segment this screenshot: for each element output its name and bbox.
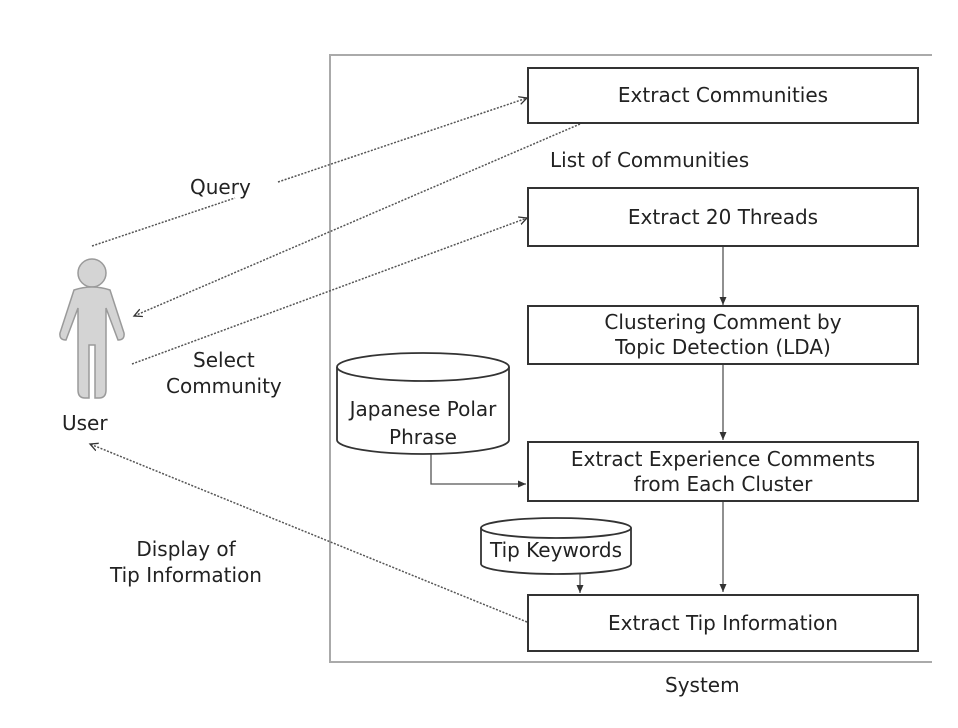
system-label: System xyxy=(665,673,740,697)
database-label-tip-keywords: Tip Keywords xyxy=(481,536,631,564)
process-extract-experience: Extract Experience Comments from Each Cl… xyxy=(527,441,919,502)
process-label-line-1: Extract Experience Comments xyxy=(570,446,876,471)
process-extract-tip: Extract Tip Information xyxy=(527,594,919,652)
query-flow-line-1 xyxy=(91,197,236,247)
person-icon xyxy=(59,258,125,399)
label-line-2: Community xyxy=(166,374,282,398)
process-extract-threads: Extract 20 Threads xyxy=(527,187,919,247)
system-boundary xyxy=(329,54,932,663)
select-community-flow-line xyxy=(131,218,527,365)
process-clustering: Clustering Comment by Topic Detection (L… xyxy=(527,305,919,365)
database-japanese-polar-phrase xyxy=(336,352,510,455)
label-line-2: Tip Information xyxy=(110,563,262,587)
list-communities-flow-line xyxy=(134,123,581,316)
db-label-line-1: Japanese Polar xyxy=(349,397,497,421)
process-label-line-1: Clustering Comment by xyxy=(604,310,842,334)
process-label: Extract 20 Threads xyxy=(627,204,819,229)
query-label: Query xyxy=(190,175,251,199)
process-label: Extract Communities xyxy=(617,83,829,107)
query-flow-line-2 xyxy=(277,98,527,183)
select-community-label: Select Community xyxy=(166,347,282,399)
process-label-line-2: from Each Cluster xyxy=(633,471,813,496)
process-label-line-2: Topic Detection (LDA) xyxy=(615,335,831,359)
db-label-line-2: Phrase xyxy=(389,425,457,449)
database-tip-keywords xyxy=(480,517,632,575)
display-tip-flow-line xyxy=(90,444,528,623)
db-label-line-1: Tip Keywords xyxy=(489,538,623,562)
list-of-communities-label: List of Communities xyxy=(550,148,750,172)
display-tip-label: Display of Tip Information xyxy=(110,536,262,588)
label-line-1: Display of xyxy=(136,537,236,561)
label-line-1: Select xyxy=(193,348,255,372)
process-label: Extract Tip Information xyxy=(608,610,838,635)
user-label: User xyxy=(62,411,108,435)
process-extract-communities: Extract Communities xyxy=(527,67,919,124)
database-label-japanese-polar-phrase: Japanese Polar Phrase xyxy=(337,395,509,451)
polar-to-experience-arrow xyxy=(430,453,526,488)
